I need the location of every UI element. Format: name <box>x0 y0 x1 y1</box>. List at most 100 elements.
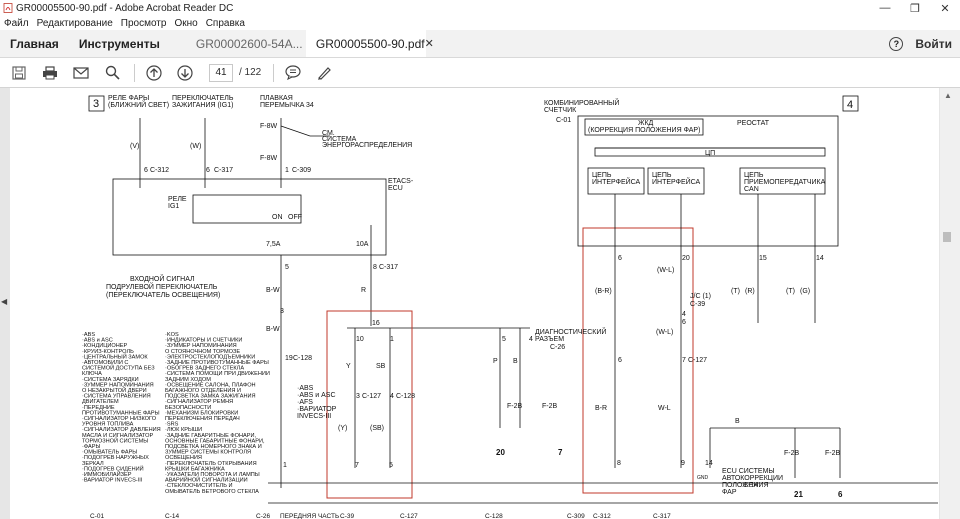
label-interface-1b: ИНТЕРФЕЙСА <box>592 177 641 186</box>
label-ecu-afs-4: ФАР <box>722 489 737 496</box>
list-left-item-25: ·ИММОБИЛАЙЗЕР <box>82 470 132 478</box>
label-interface-1: ЦЕПЬ <box>592 172 612 179</box>
scroll-thumb[interactable] <box>943 232 951 242</box>
list-left-item-26: ·ВАРИАТОР INVECS-III <box>82 478 143 484</box>
list-right-item-16: ·SRS <box>165 422 179 428</box>
search-icon[interactable] <box>101 62 123 84</box>
document-viewport[interactable]: 3 4 РЕЛЕ ФАРЫ (БЛИЖНИЙ СВЕТ) ПЕРЕКЛЮЧАТЕ… <box>0 88 960 519</box>
label-cpu: ЦП <box>705 150 715 157</box>
label-pin-1: 1 <box>285 167 289 174</box>
label-br-3: B-R <box>595 405 607 412</box>
list-left-item-0: ·ABS <box>82 332 95 338</box>
list-right-systems: ·KOS·ИНДИКАТОРЫ И СЧЕТЧИКИ·ЗУММЕР НАПОМИ… <box>165 332 270 495</box>
label-relay-headlamp: РЕЛЕ ФАРЫ <box>108 95 149 102</box>
list-right-item-1: ·ИНДИКАТОРЫ И СЧЕТЧИКИ <box>165 338 242 344</box>
save-icon[interactable] <box>8 62 30 84</box>
list-right-item-26: АВАРИЙНОЙ СИГНАЛИЗАЦИИ <box>165 476 248 484</box>
help-icon: ? <box>889 36 904 51</box>
label-fusible-link: ПЛАВКАЯ <box>260 95 293 102</box>
page-up-icon[interactable] <box>143 62 165 84</box>
list-left-item-15: ·СИГНАЛИЗАТОР НИЗКОГО <box>82 416 157 422</box>
label-pin-9: 9 <box>681 460 685 467</box>
vertical-scrollbar[interactable]: ▲ <box>940 88 960 519</box>
label-c01: C-01 <box>556 117 571 124</box>
label-pin-4c: 4 <box>682 311 686 318</box>
acrobat-pdf-icon <box>3 3 13 13</box>
label-pin-7a: 7 <box>355 462 359 469</box>
label-ground-20: 20 <box>496 448 505 457</box>
label-pin-4b: 4 <box>390 393 394 400</box>
bottom-ref-9: C-317 <box>653 513 671 519</box>
list-right-item-21: ЗУММЕР СИСТЕМЫ КОНТРОЛЯ <box>165 450 251 456</box>
close-tab-icon[interactable]: ✕ <box>424 38 434 50</box>
label-ecu-afs-3: ПОЛОЖЕНИЯ <box>722 482 769 489</box>
comment-icon[interactable] <box>282 62 304 84</box>
label-c14: C-14 <box>743 482 758 489</box>
list-right-item-19: ОСНОВНЫЕ ГАБАРИТНЫЕ ФОНАРИ, <box>165 438 265 444</box>
menu-help[interactable]: Справка <box>205 17 245 29</box>
list-right-item-15: ПЕРЕКЛЮЧЕНИЯ ПЕРЕДАЧ <box>165 416 240 422</box>
tab-home[interactable]: Главная <box>10 36 59 51</box>
menu-edit[interactable]: Редактирование <box>36 17 113 29</box>
label-pin-1b: 1 <box>390 336 394 343</box>
list-left-item-11: ·СИСТЕМА УПРАВЛЕНИЯ <box>82 394 151 400</box>
bottom-ref-7: C-309 <box>567 513 585 519</box>
label-r-2: (R) <box>745 288 755 295</box>
tab-document-1[interactable]: GR00002600-54A... <box>195 36 303 51</box>
list-right-item-6: ·ОБОГРЕВ ЗАДНЕГО СТЕКЛА <box>165 366 244 372</box>
list-right-item-7: ·СИСТЕМА ПОМОЩИ ПРИ ДВИЖЕНИИ <box>165 371 270 377</box>
label-wire-sb2: (SB) <box>370 425 384 432</box>
label-f2b-2: F-2B <box>542 403 558 410</box>
list-left-item-7: КЛЮЧА <box>82 371 102 377</box>
label-see-power-3: ЭНЕРГОРАСПРЕДЕЛЕНИЯ <box>322 142 412 149</box>
label-wire-b: B <box>513 358 518 365</box>
list-left-systems: ·ABS·ABS и ASC·КОНДИЦИОНЕР·КРУИЗ-КОНТРОЛ… <box>82 332 161 484</box>
minimize-button[interactable]: — <box>879 2 891 14</box>
label-bw: B-W <box>266 287 280 294</box>
label-pin-19: 19 <box>285 355 293 362</box>
label-pin-4: 4 <box>529 336 533 343</box>
label-pin-6d: 6 <box>682 319 686 326</box>
menu-file[interactable]: Файл <box>4 17 29 29</box>
label-etacs-2: ECU <box>388 185 403 192</box>
menu-view[interactable]: Просмотр <box>120 17 167 29</box>
list-left-item-13: ·ПЕРЕДНИЕ <box>82 405 115 411</box>
label-jc1: J/C (1) <box>690 293 711 300</box>
label-c128b: C-128 <box>396 393 415 400</box>
pen-icon[interactable] <box>313 62 335 84</box>
page-number-input[interactable]: 41 <box>209 63 233 82</box>
label-c317b: C-317 <box>379 264 398 271</box>
prev-page-arrow-icon[interactable]: ◀ <box>1 297 8 306</box>
scroll-up-icon[interactable]: ▲ <box>944 91 952 100</box>
list-right-item-4: ·ЭЛЕКТРОСТЕКЛОПОДЪЕМНИКИ <box>165 354 255 360</box>
label-combination-meter-2: СЧЕТЧИК <box>544 107 577 114</box>
page-down-icon[interactable] <box>174 62 196 84</box>
label-c309: C-309 <box>292 167 311 174</box>
label-pin-14b: 14 <box>705 460 713 467</box>
bottom-ref-8: C-312 <box>593 513 611 519</box>
toolbar: 41 / 122 <box>0 58 960 88</box>
email-icon[interactable] <box>70 62 92 84</box>
tab-document-2[interactable]: GR00005500-90.pdf ✕ <box>305 30 434 57</box>
label-off: OFF <box>288 214 302 221</box>
label-diagnostic: ДИАГНОСТИЧЕСКИЙ <box>535 327 606 336</box>
label-ground-7: 7 <box>558 448 563 457</box>
sign-in-button[interactable]: Войти <box>915 36 952 51</box>
help-button[interactable]: ? <box>881 30 911 57</box>
label-gnd: GND <box>697 475 709 481</box>
bottom-ref-2: C-26 <box>256 513 270 519</box>
close-window-button[interactable]: ✕ <box>940 2 950 15</box>
label-can-2: ПРИЕМОПЕРЕДАТЧИКА <box>744 179 826 186</box>
print-icon[interactable] <box>39 62 61 84</box>
tab-bar: Главная Инструменты GR00002600-54A... GR… <box>0 30 960 58</box>
label-f2b-1: F-2B <box>507 403 523 410</box>
label-br: (B-R) <box>595 288 612 295</box>
label-t-2: (T) <box>786 288 795 295</box>
menu-window[interactable]: Окно <box>174 17 198 29</box>
tab-tools[interactable]: Инструменты <box>78 36 160 51</box>
label-pin-6e: 6 <box>618 357 622 364</box>
label-f2b-3: F-2B <box>784 450 800 457</box>
label-pin-3-node: 3 <box>280 308 284 315</box>
restore-button[interactable]: ❐ <box>910 2 920 15</box>
label-see-power-2: СИСТЕМА <box>322 136 357 143</box>
